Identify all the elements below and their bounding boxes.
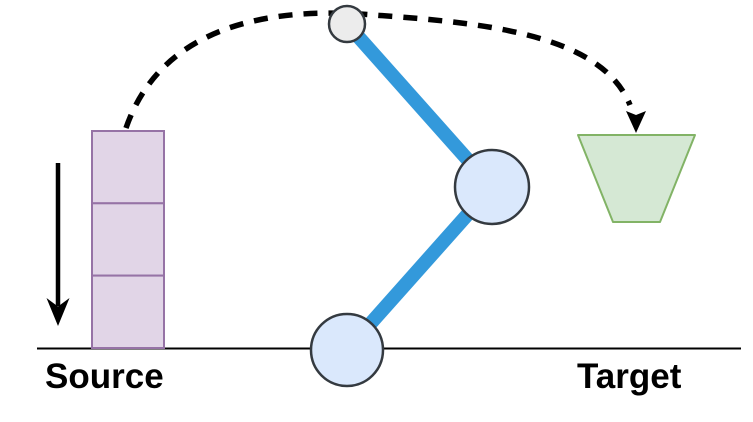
source-label: Source — [45, 357, 164, 396]
target-label: Target — [577, 357, 682, 396]
tower-block-middle — [91, 202, 165, 277]
arm-elbow-joint — [453, 148, 531, 226]
tower-block-bottom — [91, 274, 165, 350]
target-bin-trapezoid — [577, 134, 696, 223]
tower-block-top — [91, 130, 165, 205]
arm-end-effector — [327, 4, 367, 44]
robot-arm — [309, 4, 531, 388]
down-arrow-head-icon — [46, 298, 70, 326]
trajectory-arc-dashed-line — [123, 10, 633, 129]
source-block-tower — [91, 130, 165, 350]
arm-base-joint — [309, 312, 385, 388]
trajectory-arrowhead-icon — [626, 111, 646, 133]
